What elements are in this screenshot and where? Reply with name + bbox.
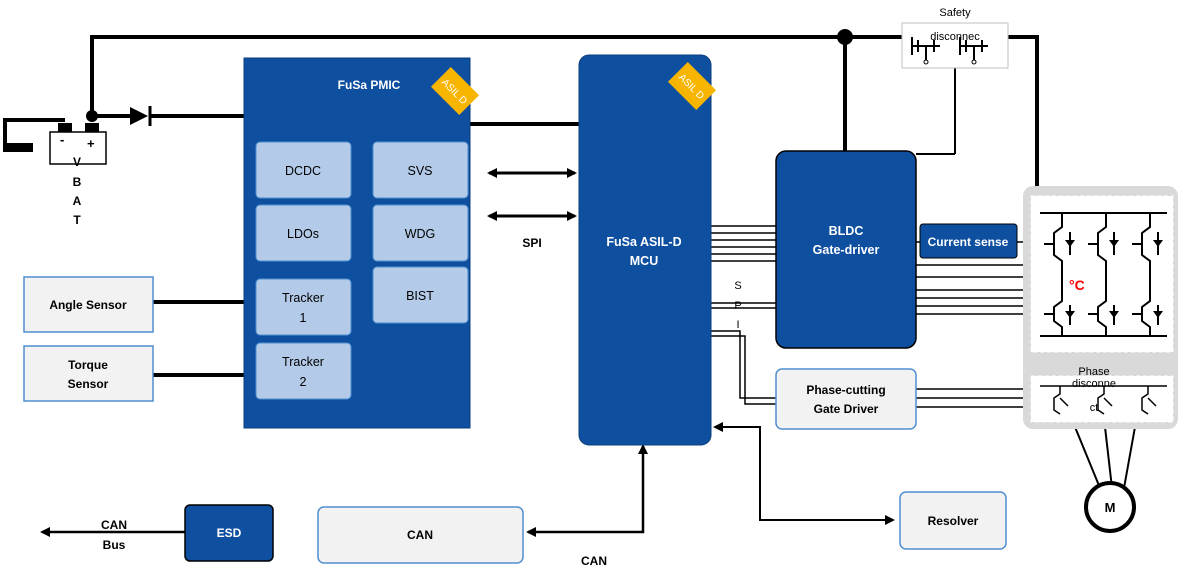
can-bus-label: CAN Bus [101,518,127,552]
inverter-assembly: °C Phase disconne ct [1023,186,1178,429]
vbat-letter-v: V [73,155,81,169]
battery-plus: + [87,136,95,151]
safety-disconnect-label-line2: disconnec [930,31,980,43]
resolver-block: Resolver [899,491,1007,550]
svs-label: SVS [407,164,432,178]
phase-cutting-gate-driver-block: Phase-cutting Gate Driver [775,368,917,430]
can-bus-label-line2: Bus [103,538,126,552]
wdg-block [372,204,469,262]
phase-disconnect-label-line2: disconne [1072,378,1116,390]
pmic-title: FuSa PMIC [338,78,401,92]
motor-label: M [1105,500,1116,515]
spi-label: SPI [522,236,541,250]
safety-disconnect-switch: Safety disconnec [901,7,1009,69]
bist-label: BIST [406,289,434,303]
battery-vbat: - + V B A T [3,118,107,227]
spi-vertical-label: S P I [734,280,741,331]
phase-disconnect-label-line1: Phase [1078,366,1109,378]
vbat-letter-a: A [73,194,82,208]
vbat-letter-b: B [73,175,82,189]
bist-block [372,266,469,324]
pmic-block: FuSa PMIC ASIL D DCDC LDOs Tracker 1 Tra… [243,57,480,429]
vbat-letter-t: T [73,213,81,227]
spi-vertical-i: I [736,319,739,331]
mcu-title-line1: FuSa ASIL-D [606,235,681,249]
diode-symbol [130,106,152,126]
can-bus-label-line1: CAN [101,518,127,532]
tracker1-label: Tracker [282,291,324,305]
can-transceiver-label: CAN [407,528,433,542]
mcu-asil-badge: ASIL D [667,61,717,111]
phase-disconnect-label-line3: ct [1090,402,1099,414]
spi-vertical-s: S [734,280,741,292]
can-label: CAN [581,554,607,566]
motor: M [1084,481,1136,533]
resolver-label: Resolver [928,514,979,528]
tracker2-block [255,342,352,400]
tracker2-label: Tracker [282,355,324,369]
battery-minus: - [60,132,64,147]
dcdc-block [255,141,352,199]
temperature-sensor-label: °C [1069,277,1085,293]
safety-disconnect-label-line1: Safety [939,7,971,19]
torque-sensor-label-line2: Sensor [68,377,109,391]
esd-label: ESD [217,526,242,540]
wiring [40,29,1136,537]
can-transceiver-block: CAN [317,506,524,564]
phase-cutting-title-line1: Phase-cutting [806,383,885,397]
wdg-label: WDG [405,227,436,241]
current-sense-label: Current sense [928,235,1009,249]
esd-block: ESD [184,504,274,562]
ldos-block [255,204,352,262]
bldc-gate-driver-block: BLDC Gate-driver [775,150,917,349]
angle-sensor-block: Angle Sensor [23,276,154,333]
dcdc-label: DCDC [285,164,321,178]
tracker1-number: 1 [300,311,307,325]
gate-driver-title-line2: Gate-driver [813,243,880,257]
torque-sensor-block: Torque Sensor [23,345,154,402]
angle-sensor-label: Angle Sensor [49,298,127,312]
mcu-block: ASIL D FuSa ASIL-D MCU [578,54,717,446]
tracker1-block [255,278,352,336]
tracker2-number: 2 [300,375,307,389]
torque-sensor-label-line1: Torque [68,358,108,372]
spi-vertical-p: P [734,300,741,312]
inverter-bridge [1030,195,1174,353]
gate-driver-title-line1: BLDC [829,224,864,238]
mcu-title-line2: MCU [630,254,658,268]
pmic-asil-badge: ASIL D [430,66,480,116]
svs-block [372,141,469,199]
phase-cutting-title-line2: Gate Driver [814,402,879,416]
current-sense-block: Current sense [919,223,1018,259]
ldos-label: LDOs [287,227,319,241]
